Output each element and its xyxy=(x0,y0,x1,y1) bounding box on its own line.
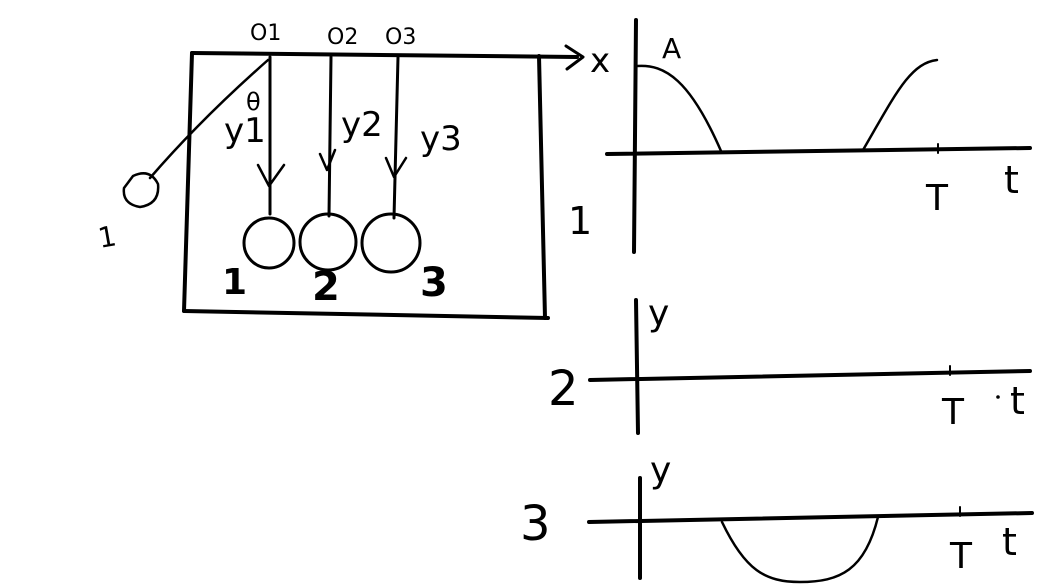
ball-number-2: 2 xyxy=(312,264,340,310)
x-axis-ceiling xyxy=(190,51,579,59)
string-2 xyxy=(327,55,333,218)
pivot-label-o1: O1 xyxy=(250,21,281,46)
x-axis-label: x xyxy=(590,41,610,81)
string-label-y1: y1 xyxy=(224,111,266,151)
graph-1-curve-end xyxy=(861,58,939,152)
pivot-label-o2: O2 xyxy=(327,25,358,50)
graph-2-t-axis xyxy=(588,369,1032,382)
displaced-string xyxy=(148,58,270,180)
string-label-y2: y2 xyxy=(341,105,383,145)
graph-2-t-label: t xyxy=(1010,379,1025,423)
angle-label: θ xyxy=(246,88,261,116)
graph-3-period-label: T xyxy=(949,536,973,577)
graph-2-y-label: y xyxy=(648,293,669,334)
string-3 xyxy=(392,55,400,220)
frame-bottom xyxy=(182,309,550,320)
graph-3-curve xyxy=(720,515,880,584)
arrow-down-2 xyxy=(318,148,337,172)
graph-3-row-label: 3 xyxy=(520,496,551,552)
graph-3-t-label: t xyxy=(1002,520,1017,564)
graph-1-y-axis xyxy=(632,18,638,254)
graph-1-period-label: T xyxy=(925,178,949,219)
graph-1 xyxy=(605,18,1032,254)
arrow-down-3 xyxy=(384,156,408,179)
ball-number-3: 3 xyxy=(420,260,448,306)
graph-1-t-axis xyxy=(605,146,1032,156)
graph-2 xyxy=(588,298,1032,435)
arrow-down-1 xyxy=(256,163,286,188)
graph-3 xyxy=(587,476,1034,584)
graph-1-row-label: 1 xyxy=(568,199,592,243)
ball-2 xyxy=(298,212,358,272)
graph-1-y-label: A xyxy=(662,32,681,65)
graph-2-row-label: 2 xyxy=(548,361,579,417)
frame-right-wall xyxy=(537,54,547,320)
string-label-y3: y3 xyxy=(420,119,462,159)
displaced-ball xyxy=(122,172,160,209)
graph-1-t-label: t xyxy=(1004,158,1019,202)
pendulum-frame xyxy=(182,44,585,320)
graph-2-period-label: T xyxy=(941,392,965,433)
displaced-ball-label: 1 xyxy=(95,219,118,255)
ball-3 xyxy=(360,212,422,274)
ball-number-1: 1 xyxy=(222,262,247,303)
frame-left-wall xyxy=(182,51,194,313)
graph-2-dot xyxy=(996,395,1000,399)
x-axis-arrowhead xyxy=(564,44,585,71)
graph-1-curve-start xyxy=(635,64,723,153)
graph-3-y-label: y xyxy=(650,450,671,491)
graph-3-t-axis xyxy=(587,511,1034,524)
graph-2-y-axis xyxy=(634,298,640,435)
pivot-label-o3: O3 xyxy=(385,25,416,50)
ball-1 xyxy=(242,216,296,270)
